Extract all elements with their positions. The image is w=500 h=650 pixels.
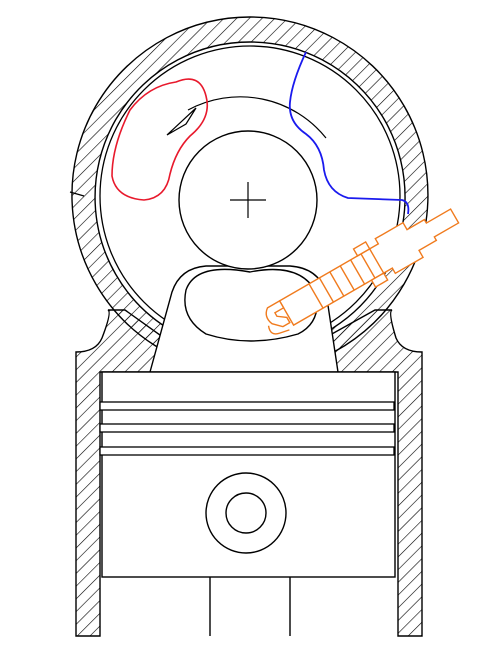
piston-rings <box>99 401 395 456</box>
cylinder-wall-left <box>75 309 171 637</box>
cylinder-walls <box>75 309 423 637</box>
housing-notch <box>69 191 85 197</box>
piston-rod <box>209 577 291 636</box>
rotation-arrow <box>166 96 327 139</box>
intake-region <box>111 78 209 201</box>
piston <box>99 371 396 578</box>
piston-pin <box>205 472 287 554</box>
eccentric-shaft <box>178 130 318 270</box>
connecting-rod <box>149 265 339 373</box>
exhaust-port-line <box>288 51 410 215</box>
cylinder-wall-right <box>329 309 423 637</box>
spark-plug <box>265 208 460 335</box>
